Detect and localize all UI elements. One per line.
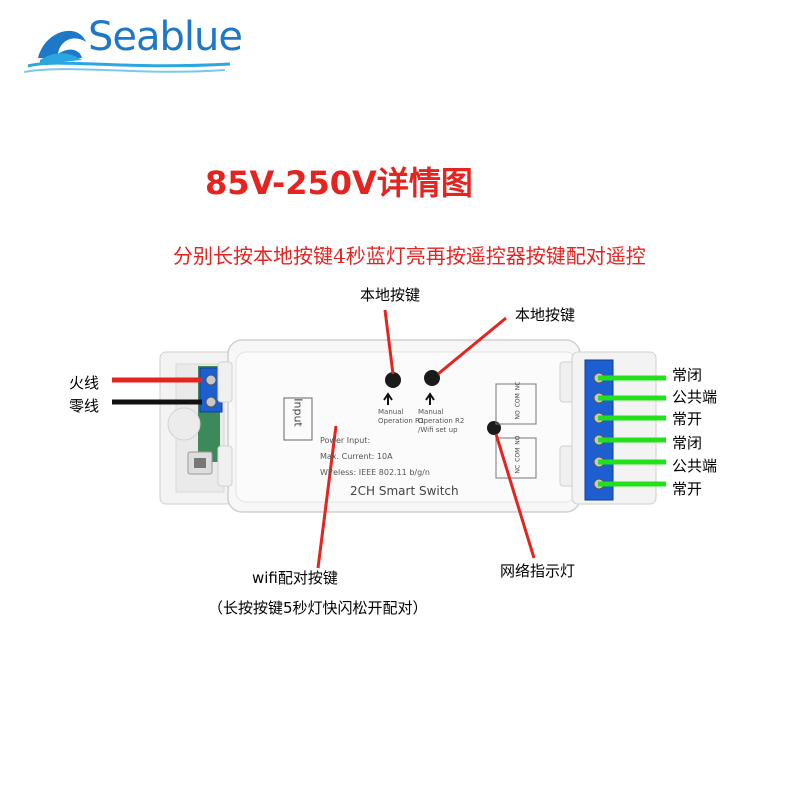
- device-name: 2CH Smart Switch: [350, 484, 459, 498]
- callout-network-led: 网络指示灯: [500, 562, 576, 580]
- callout-local-button-2: 本地按键: [515, 306, 576, 324]
- label-live-wire: 火线: [69, 374, 100, 392]
- network-led-indicator: [487, 421, 501, 435]
- relay-1-label-com: COM: [514, 393, 522, 408]
- output-label-no-2: 常开: [672, 480, 703, 498]
- callout-wifi-button-note: （长按按键5秒灯快闪松开配对）: [208, 599, 428, 617]
- output-label-com-2: 公共端: [672, 457, 718, 475]
- arrow-up-icon: [425, 392, 435, 405]
- input-label-box: [283, 397, 313, 441]
- button-r1-text-line2: Operation R1: [378, 417, 425, 425]
- button-r2-text-line1: Manual: [418, 408, 444, 416]
- output-housing: [571, 351, 657, 505]
- spec-wireless: Wireless: IEEE 802.11 b/g/n: [320, 468, 430, 477]
- output-wires: [598, 375, 666, 487]
- arrow-up-icon: [383, 392, 393, 405]
- button-r1-text-line1: Manual: [378, 408, 404, 416]
- output-label-no-1: 常开: [672, 410, 703, 428]
- callout-wifi-button: wifi配对按键: [252, 569, 338, 587]
- relay-2-labels: NC COM NO: [514, 435, 522, 474]
- instruction-subtitle: 分别长按本地按键4秒蓝灯亮再按遥控器按键配对遥控: [173, 244, 646, 268]
- relay-2-label-box: [495, 437, 537, 479]
- output-label-nc-2: 常闭: [672, 434, 703, 452]
- button-r2-text: Manual Operation R2 /Wifi set up: [418, 408, 464, 435]
- output-label-com-1: 公共端: [672, 388, 718, 406]
- label-neutral-wire: 零线: [69, 397, 100, 415]
- relay-1-labels: NO COM NC: [514, 381, 522, 420]
- relay-1-label-box: [495, 383, 537, 425]
- local-button-r2: [424, 370, 440, 386]
- input-label: Input: [291, 398, 305, 427]
- page-title: 85V-250V详情图: [205, 164, 473, 202]
- relay-1-label-nc: NC: [514, 381, 522, 391]
- button-r1-text: Manual Operation R1: [378, 408, 424, 426]
- relay-2-label-no: NO: [514, 435, 522, 445]
- output-label-nc-1: 常闭: [672, 366, 703, 384]
- button-r2-text-line2: Operation R2: [418, 417, 465, 425]
- callout-local-button-1: 本地按键: [360, 286, 421, 304]
- relay-1-label-no: NO: [514, 410, 522, 420]
- button-r2-text-line3: /Wifi set up: [418, 426, 458, 434]
- spec-power: Power Input:: [320, 436, 371, 445]
- brand-logo-text: Seablue: [88, 14, 243, 60]
- relay-2-label-com: COM: [514, 447, 522, 462]
- main-enclosure: [217, 339, 581, 513]
- spec-current: Max. Current: 10A: [320, 452, 393, 461]
- callout-lines: [316, 309, 536, 569]
- relay-2-label-nc: NC: [514, 464, 522, 474]
- local-button-r1: [385, 372, 401, 388]
